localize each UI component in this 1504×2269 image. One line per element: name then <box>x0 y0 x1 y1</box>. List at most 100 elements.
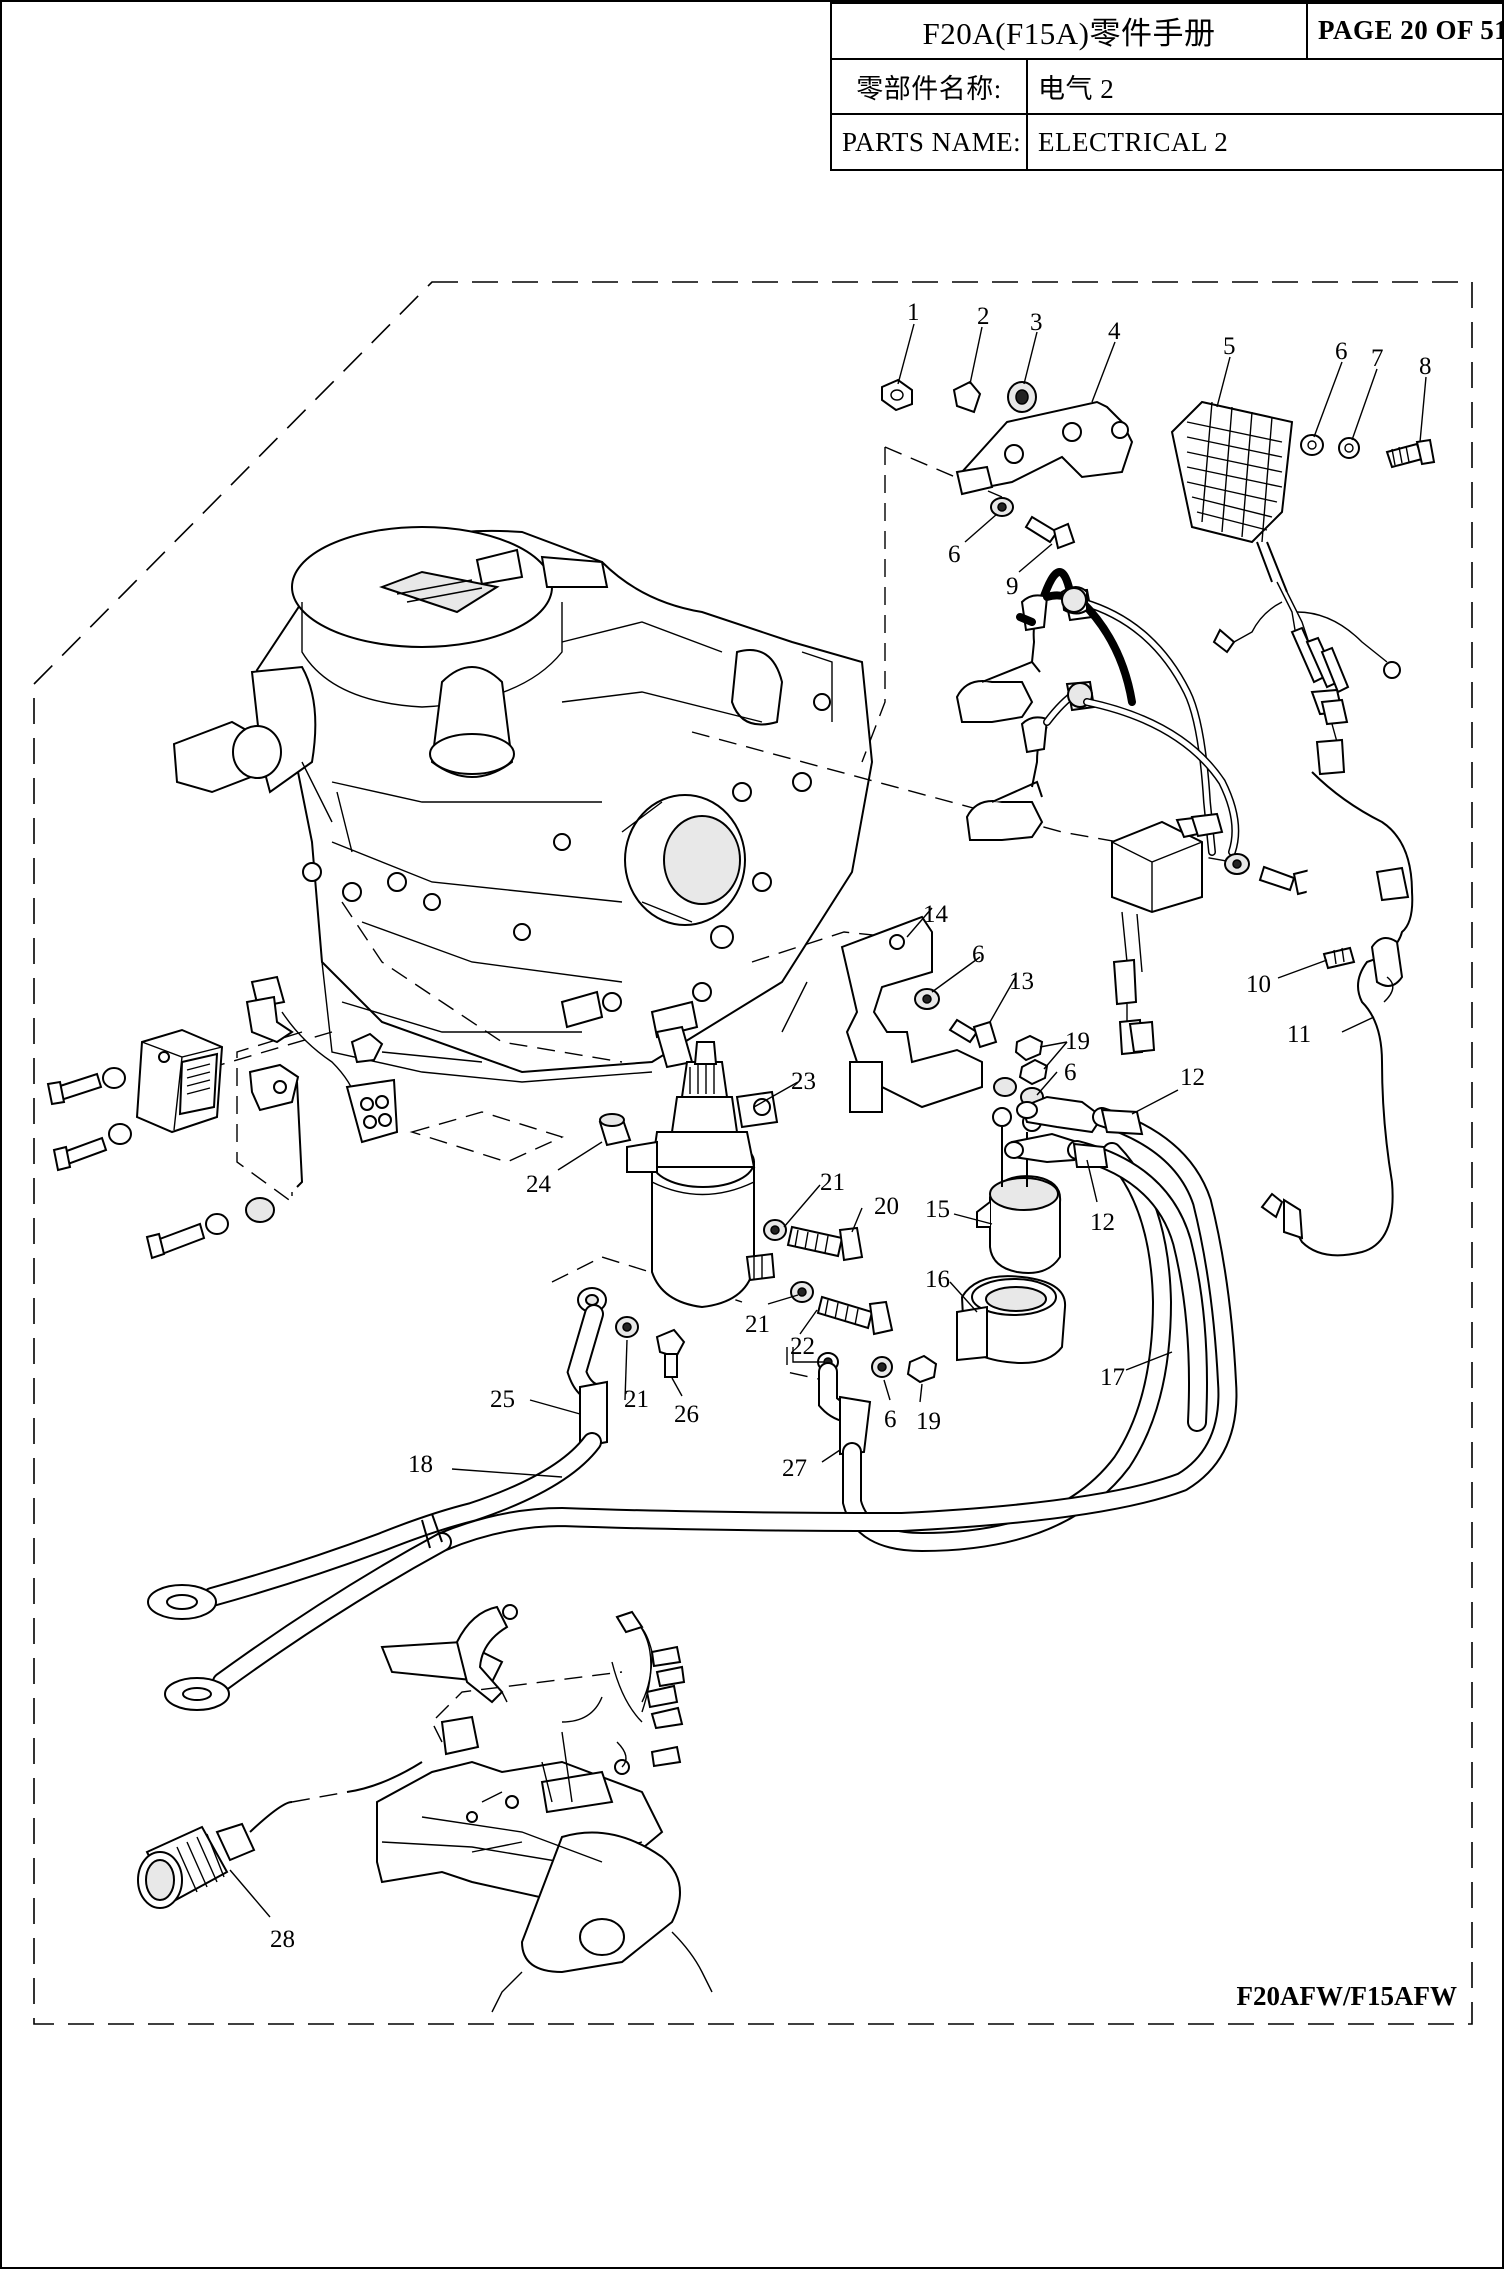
assembly-line-ecu-bolt <box>236 1031 303 1204</box>
document-title: F20A(F15A)零件手册 <box>830 2 1308 60</box>
assembly-line-terminal <box>786 1347 833 1383</box>
coil-mount-bolt <box>1258 865 1316 896</box>
ecu-module <box>135 1028 224 1134</box>
assembly-line-ecu <box>341 901 623 1063</box>
part-21-washer-lower <box>790 1281 814 1303</box>
callout-8: 8 <box>1419 353 1432 380</box>
callout-12-b: 12 <box>1090 1209 1115 1236</box>
callout-22: 22 <box>790 1333 815 1360</box>
callout-27: 27 <box>782 1455 807 1482</box>
callout-1: 1 <box>907 299 920 326</box>
callout-9: 9 <box>1006 573 1019 600</box>
part-24-collar <box>598 1113 632 1147</box>
sensor-bracket <box>245 975 399 1188</box>
part-28-main-connector <box>137 1761 423 1909</box>
part-17-battery-cable <box>164 1107 1238 1711</box>
callout-26: 26 <box>674 1401 699 1428</box>
part-3-grommet <box>1007 381 1037 413</box>
callout-5: 5 <box>1223 333 1236 360</box>
part-26-bolt <box>655 1328 686 1378</box>
assembly-line-bracket <box>884 446 1003 498</box>
callout-6-b: 6 <box>948 541 961 568</box>
ecu-bolt-upper <box>46 1067 126 1106</box>
ecu-mount-bolt <box>145 1197 275 1260</box>
callout-17: 17 <box>1100 1364 1125 1391</box>
callout-12-a: 12 <box>1180 1064 1205 1091</box>
callout-11: 11 <box>1287 1021 1311 1048</box>
model-code: F20AFW/F15AFW <box>1237 1981 1457 2011</box>
callout-18: 18 <box>408 1451 433 1478</box>
callout-labels: 1 2 3 4 5 6 7 8 6 9 14 6 13 10 11 19 6 1… <box>270 299 1432 1953</box>
callout-21-c: 21 <box>624 1386 649 1413</box>
callout-15: 15 <box>925 1196 950 1223</box>
ecu-bolt-lower <box>52 1123 132 1172</box>
callout-6-c: 6 <box>972 941 985 968</box>
part-5-regulator-wires <box>1212 581 1401 776</box>
part-6-washer-stay <box>914 988 940 1010</box>
en-parts-name-value: ELECTRICAL 2 <box>1026 113 1504 171</box>
assembly-line-coil <box>691 731 1233 863</box>
en-parts-name-label: PARTS NAME: <box>830 113 1028 171</box>
title-block: F20A(F15A)零件手册 PAGE 20 OF 51 零部件名称: 电气 2… <box>830 2 1504 171</box>
callout-3: 3 <box>1030 309 1043 336</box>
assembly-line-starter-base <box>409 1111 564 1163</box>
part-19-nut-cable <box>906 1354 938 1384</box>
part-8-bolt <box>1385 438 1436 469</box>
ignition-coil-assembly <box>955 568 1240 1056</box>
callout-4: 4 <box>1108 318 1121 345</box>
part-2-collar <box>952 380 982 414</box>
callout-19-a: 19 <box>1065 1028 1090 1055</box>
lower-cowling-section <box>376 1715 713 2013</box>
part-22-bolt <box>816 1295 894 1336</box>
callout-28: 28 <box>270 1926 295 1953</box>
assembly-line-regulator <box>861 447 886 763</box>
part-4-bracket <box>955 400 1134 496</box>
part-27-starter-cable <box>817 1142 1173 1553</box>
part-21-washer-upper <box>763 1219 787 1241</box>
callout-6-e: 6 <box>884 1406 897 1433</box>
lower-wiring-panel <box>380 1604 686 1775</box>
callout-23: 23 <box>791 1068 816 1095</box>
part-20-bolt <box>786 1225 864 1262</box>
part-13-bolt <box>948 1018 998 1049</box>
part-18-battery-cable <box>147 1432 602 1620</box>
cn-parts-name-value: 电气 2 <box>1026 57 1504 116</box>
callout-14: 14 <box>923 901 949 928</box>
part-9-bolt <box>1024 515 1076 550</box>
part-1-nut <box>881 378 913 412</box>
part-16-relay-holder <box>956 1275 1067 1364</box>
callout-2: 2 <box>977 303 990 330</box>
part-15-starter-relay <box>976 1107 1062 1274</box>
part-25-battery-cable <box>566 1287 608 1449</box>
part-23-starter-motor <box>626 1041 779 1309</box>
callout-25: 25 <box>490 1386 515 1413</box>
illustration-boundary <box>33 281 1473 2025</box>
callout-6-d: 6 <box>1064 1059 1077 1086</box>
assembly-line-connector <box>431 1671 623 1743</box>
callout-10: 10 <box>1246 971 1271 998</box>
page-number: PAGE 20 OF 51 <box>1306 2 1504 60</box>
callout-leader-lines <box>229 323 1427 1918</box>
callout-21-b: 21 <box>745 1311 770 1338</box>
part-10-clip <box>1322 946 1356 970</box>
callout-24: 24 <box>526 1171 552 1198</box>
relay-cable-terminals <box>1004 1095 1104 1164</box>
engine-block-illustration <box>172 526 874 1083</box>
part-6-washer-left <box>990 497 1014 517</box>
callout-21-a: 21 <box>820 1169 845 1196</box>
coil-mount-washer <box>1224 853 1250 875</box>
callout-6-a: 6 <box>1335 338 1348 365</box>
cn-parts-name-label: 零部件名称: <box>830 57 1028 116</box>
part-6-washer-cable <box>871 1356 893 1378</box>
callout-19-b: 19 <box>916 1408 941 1435</box>
callout-16: 16 <box>925 1266 950 1293</box>
part-19-nuts <box>1014 1034 1049 1086</box>
part-6-washer-top <box>1300 434 1324 456</box>
callout-20: 20 <box>874 1193 899 1220</box>
part-11-stop-switch-harness <box>1260 771 1414 1257</box>
part-14-starter-stay <box>840 915 983 1113</box>
part-5-regulator <box>1170 400 1294 593</box>
callout-7: 7 <box>1371 345 1384 372</box>
